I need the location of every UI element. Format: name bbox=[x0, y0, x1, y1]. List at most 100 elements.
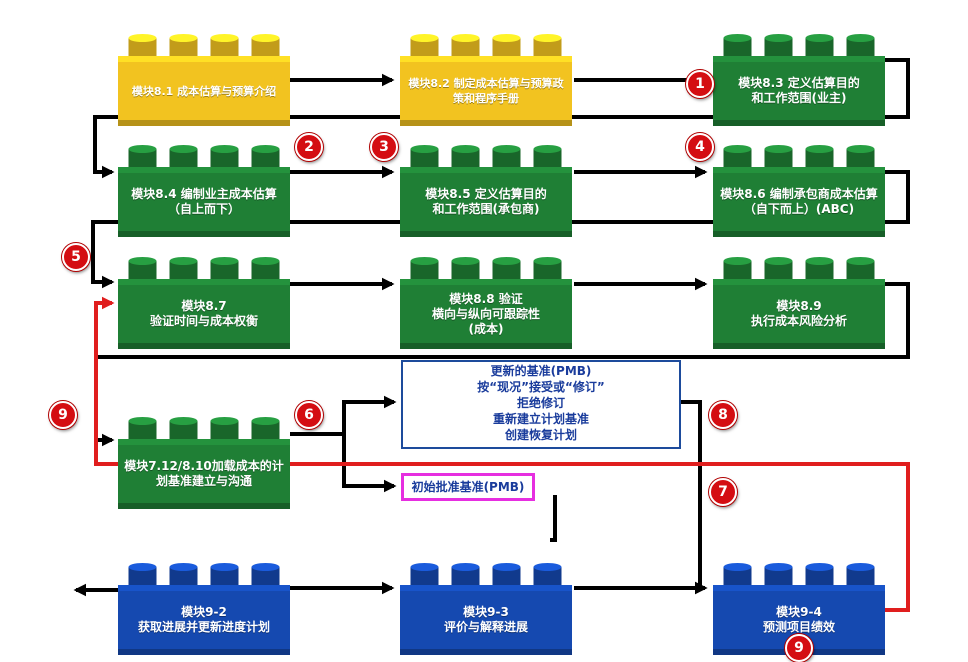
brick-stud-top bbox=[410, 257, 439, 265]
brick-stud-top bbox=[251, 34, 280, 42]
brick-top-face bbox=[400, 56, 572, 62]
brick-stud bbox=[492, 38, 521, 58]
brick-stud bbox=[210, 261, 239, 281]
pmb-initial-label: 初始批准基准(PMB) bbox=[411, 480, 525, 494]
module-brick-m85[interactable]: 模块8.5 定义估算目的和工作范围(承包商) bbox=[400, 145, 572, 237]
module-brick-m83[interactable]: 模块8.3 定义估算目的和工作范围(业主) bbox=[713, 34, 885, 126]
brick-stud bbox=[128, 261, 157, 281]
brick-stud-top bbox=[210, 417, 239, 425]
brick-body bbox=[400, 591, 572, 655]
arrow-pmb-update-m94 bbox=[677, 400, 708, 595]
brick-top-face bbox=[713, 56, 885, 62]
pmb-update-box[interactable]: 更新的基准(PMB) 按“现况”接受或“修订” 拒绝修订 重新建立计划基准 创建… bbox=[401, 360, 681, 449]
brick-label-line: 模块8.2 制定成本估算与预算政 bbox=[408, 77, 564, 90]
brick-stud-top bbox=[846, 145, 875, 153]
step-badge-5: 5 bbox=[62, 243, 90, 271]
brick-label-line: 和工作范围(业主) bbox=[751, 91, 847, 105]
brick-stud-top bbox=[764, 563, 793, 571]
brick-stud bbox=[764, 261, 793, 281]
module-brick-m84[interactable]: 模块8.4 编制业主成本估算（自上而下） bbox=[118, 145, 290, 237]
brick-body bbox=[118, 591, 290, 655]
brick-stud-top bbox=[533, 145, 562, 153]
pmb-update-line-2: 按“现况”接受或“修订” bbox=[477, 380, 605, 394]
module-brick-m712[interactable]: 模块7.12/8.10加载成本的计划基准建立与沟通 bbox=[118, 417, 290, 509]
brick-stud-top bbox=[410, 34, 439, 42]
brick-stud-top bbox=[764, 257, 793, 265]
brick-label: 模块8.5 定义估算目的和工作范围(承包商) bbox=[400, 187, 572, 217]
brick-label-line: 模块9-3 bbox=[463, 605, 509, 619]
pmb-initial-box[interactable]: 初始批准基准(PMB) bbox=[401, 473, 535, 501]
brick-stud bbox=[210, 567, 239, 587]
brick-stud bbox=[251, 261, 280, 281]
brick-stud bbox=[805, 261, 834, 281]
brick-label-line: 和工作范围(承包商) bbox=[432, 202, 540, 216]
brick-label-line: 模块8.5 定义估算目的 bbox=[425, 187, 547, 201]
arrow-m712-pmb-initial bbox=[342, 434, 397, 493]
brick-stud bbox=[410, 38, 439, 58]
brick-stud-top bbox=[210, 563, 239, 571]
brick-stud bbox=[533, 261, 562, 281]
step-badge-7: 7 bbox=[709, 478, 737, 506]
brick-stud-top bbox=[169, 257, 198, 265]
brick-stud bbox=[723, 149, 752, 169]
step-badge-9-left: 9 bbox=[49, 401, 77, 429]
brick-stud bbox=[723, 567, 752, 587]
brick-stud bbox=[169, 567, 198, 587]
brick-stud-top bbox=[533, 34, 562, 42]
brick-stud-top bbox=[451, 257, 480, 265]
brick-stud-top bbox=[169, 145, 198, 153]
brick-bottom-shade bbox=[118, 503, 290, 509]
brick-bottom-shade bbox=[400, 231, 572, 237]
brick-stud bbox=[210, 38, 239, 58]
brick-bottom-shade bbox=[118, 120, 290, 126]
brick-stud bbox=[846, 38, 875, 58]
brick-stud-top bbox=[846, 34, 875, 42]
brick-stud-top bbox=[169, 34, 198, 42]
brick-bottom-shade bbox=[400, 649, 572, 655]
brick-stud bbox=[169, 421, 198, 441]
brick-stud bbox=[451, 567, 480, 587]
brick-bottom-shade bbox=[400, 120, 572, 126]
brick-body bbox=[713, 62, 885, 126]
brick-shape bbox=[713, 257, 885, 349]
brick-label: 模块8.6 编制承包商成本估算（自下而上）(ABC) bbox=[713, 187, 885, 217]
brick-shape bbox=[400, 145, 572, 237]
brick-label-line: 预测项目绩效 bbox=[762, 620, 835, 634]
brick-stud bbox=[128, 421, 157, 441]
brick-stud-top bbox=[410, 563, 439, 571]
brick-stud bbox=[251, 421, 280, 441]
module-brick-m86[interactable]: 模块8.6 编制承包商成本估算（自下而上）(ABC) bbox=[713, 145, 885, 237]
brick-label-line: 横向与纵向可跟踪性 bbox=[431, 306, 540, 321]
module-brick-m82[interactable]: 模块8.2 制定成本估算与预算政策和程序手册 bbox=[400, 34, 572, 126]
pmb-update-line-3: 拒绝修订 bbox=[516, 396, 565, 410]
brick-label-line: 模块8.8 验证 bbox=[449, 291, 523, 306]
brick-stud bbox=[128, 567, 157, 587]
module-brick-m81[interactable]: 模块8.1 成本估算与预算介绍 bbox=[118, 34, 290, 126]
brick-shape bbox=[713, 145, 885, 237]
brick-stud bbox=[533, 567, 562, 587]
module-brick-m88[interactable]: 模块8.8 验证横向与纵向可跟踪性(成本) bbox=[400, 257, 572, 349]
brick-stud-top bbox=[492, 563, 521, 571]
brick-stud bbox=[492, 149, 521, 169]
brick-label-line: 获取进展并更新进度计划 bbox=[137, 620, 270, 634]
brick-top-face bbox=[713, 167, 885, 173]
brick-stud-top bbox=[128, 34, 157, 42]
brick-body bbox=[118, 173, 290, 237]
brick-stud-top bbox=[805, 145, 834, 153]
brick-stud-top bbox=[251, 257, 280, 265]
brick-stud bbox=[210, 149, 239, 169]
step-badge-6: 6 bbox=[295, 401, 323, 429]
brick-shape bbox=[118, 257, 290, 349]
brick-stud-top bbox=[723, 145, 752, 153]
brick-stud-top bbox=[723, 563, 752, 571]
brick-stud-top bbox=[846, 563, 875, 571]
brick-stud bbox=[805, 149, 834, 169]
brick-stud bbox=[169, 149, 198, 169]
brick-top-face bbox=[118, 585, 290, 591]
